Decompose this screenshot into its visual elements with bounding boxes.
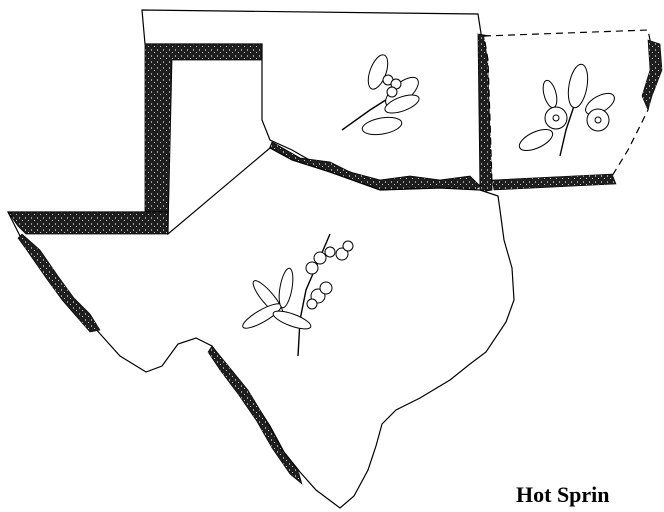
- texas-state: [7, 147, 515, 509]
- bluebonnet-flower-icon: [242, 233, 354, 357]
- texas-north-shading: [7, 211, 169, 235]
- map-caption: Hot Sprin: [516, 482, 610, 507]
- rio-grande-shading-west: [17, 233, 101, 333]
- mistletoe-flower-icon: [341, 54, 420, 136]
- rio-grande-shading-south: [207, 345, 303, 485]
- apple-blossom-icon: [518, 63, 615, 157]
- arkansas-outline: [483, 29, 655, 185]
- texas-outline: [7, 147, 515, 509]
- mississippi-river-shading: [641, 39, 663, 111]
- arkansas-south-shading: [491, 173, 617, 191]
